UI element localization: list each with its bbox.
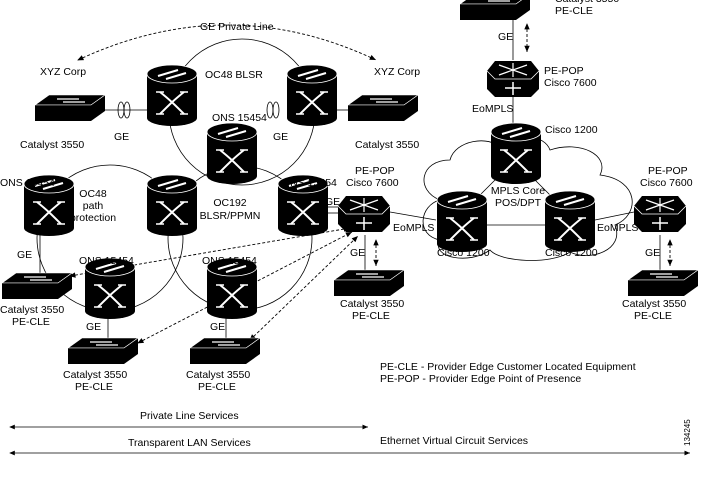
- ge-label: GE: [86, 321, 101, 333]
- device-label: Catalyst 3550: [63, 369, 127, 381]
- ons-router-icon: [206, 257, 258, 320]
- ge-label: GE: [350, 247, 365, 259]
- device-label: Cisco 1200: [545, 124, 598, 136]
- ons-router-icon: [146, 174, 198, 237]
- ge-label: GE: [210, 321, 225, 333]
- ge-label: GE: [17, 249, 32, 261]
- device-label: Catalyst 3550: [20, 139, 84, 151]
- ons-label: ONS 15454: [212, 112, 267, 124]
- device-label: Catalyst 3550: [622, 298, 686, 310]
- figure-id: 134245: [683, 419, 692, 446]
- catalyst-switch-icon: [459, 0, 531, 21]
- oc48-path-label: OC48: [79, 188, 107, 200]
- device-label: Cisco 7600: [544, 77, 597, 89]
- ons-label: ONS 15454: [282, 177, 337, 189]
- catalyst-switch-xyz-right: [347, 94, 419, 122]
- mpls-core-label: POS/DPT: [495, 197, 542, 209]
- ons-label: ONS 15454: [79, 255, 134, 267]
- device-label: Catalyst 3550: [555, 0, 619, 5]
- catalyst-switch-icon: [627, 269, 699, 297]
- ge-label: GE: [114, 131, 129, 143]
- oc48-blsr-label: OC48 BLSR: [205, 69, 263, 81]
- device-label: PE-CLE: [198, 381, 236, 393]
- ons-label: ONS 15454: [0, 177, 55, 189]
- device-label: PE-CLE: [12, 316, 50, 328]
- device-label: Cisco 7600: [346, 177, 399, 189]
- device-label: Cisco 1200: [437, 247, 490, 259]
- ons-router-icon: [84, 257, 136, 320]
- catalyst-switch-icon: [67, 337, 139, 365]
- device-label: XYZ Corp: [40, 66, 86, 78]
- oc192-label: BLSR/PPMN: [200, 210, 261, 222]
- device-label: PE-POP: [355, 165, 395, 177]
- device-label: PE-CLE: [555, 5, 593, 17]
- ons-label: ONS 15454: [202, 255, 257, 267]
- legend-line: PE-CLE - Provider Edge Customer Located …: [380, 361, 636, 373]
- catalyst-switch-icon: [1, 272, 73, 300]
- mpls-cloud: [422, 136, 633, 261]
- catalyst-switch-icon: [189, 337, 261, 365]
- device-label: Catalyst 3550: [355, 139, 419, 151]
- catalyst-switch-xyz-left: [34, 94, 106, 122]
- ge-label: GE: [273, 131, 288, 143]
- device-label: Catalyst 3550: [0, 304, 64, 316]
- device-label: XYZ Corp: [374, 66, 420, 78]
- ons-router-icon: [146, 64, 198, 127]
- device-label: PE-CLE: [75, 381, 113, 393]
- cisco-7600-icon: [337, 195, 391, 233]
- cisco-1200-icon: [544, 190, 596, 253]
- catalyst-switch-icon: [333, 269, 405, 297]
- evc-services-label: Ethernet Virtual Circuit Services: [380, 435, 528, 447]
- cisco-1200-icon: [436, 190, 488, 253]
- device-label: PE-POP: [648, 165, 688, 177]
- ons-router-icon: [286, 64, 338, 127]
- ge-label: GE: [325, 196, 340, 208]
- oc48-path-label: path: [83, 200, 104, 212]
- eompls-label: EoMPLS: [472, 103, 513, 115]
- transparent-lan-services-label: Transparent LAN Services: [128, 437, 251, 449]
- cisco-7600-icon: [633, 195, 687, 233]
- cisco-7600-icon: [486, 60, 540, 98]
- device-label: Catalyst 3550: [340, 298, 404, 310]
- ons-router-icon: [206, 122, 258, 185]
- oc48-path-label: protection: [70, 212, 116, 224]
- device-label: PE-CLE: [634, 310, 672, 322]
- labels: GE Private Line OC48 BLSR OC48 path prot…: [0, 0, 693, 456]
- ge-label: GE: [645, 247, 660, 259]
- ge-label: GE: [498, 31, 513, 43]
- eompls-label: EoMPLS: [393, 222, 434, 234]
- device-label: PE-CLE: [352, 310, 390, 322]
- mpls-core-label: MPLS Core: [491, 185, 545, 197]
- device-label: Cisco 7600: [640, 177, 693, 189]
- oc192-label: OC192: [213, 197, 246, 209]
- device-label: PE-POP: [544, 65, 584, 77]
- device-label: Catalyst 3550: [186, 369, 250, 381]
- legend-line: PE-POP - Provider Edge Point of Presence: [380, 373, 581, 385]
- device-label: Cisco 1200: [545, 247, 598, 259]
- private-line-services-label: Private Line Services: [140, 410, 239, 422]
- cisco-1200-icon: [490, 122, 542, 185]
- eompls-label: EoMPLS: [597, 222, 638, 234]
- ge-private-line-label: GE Private Line: [200, 21, 274, 33]
